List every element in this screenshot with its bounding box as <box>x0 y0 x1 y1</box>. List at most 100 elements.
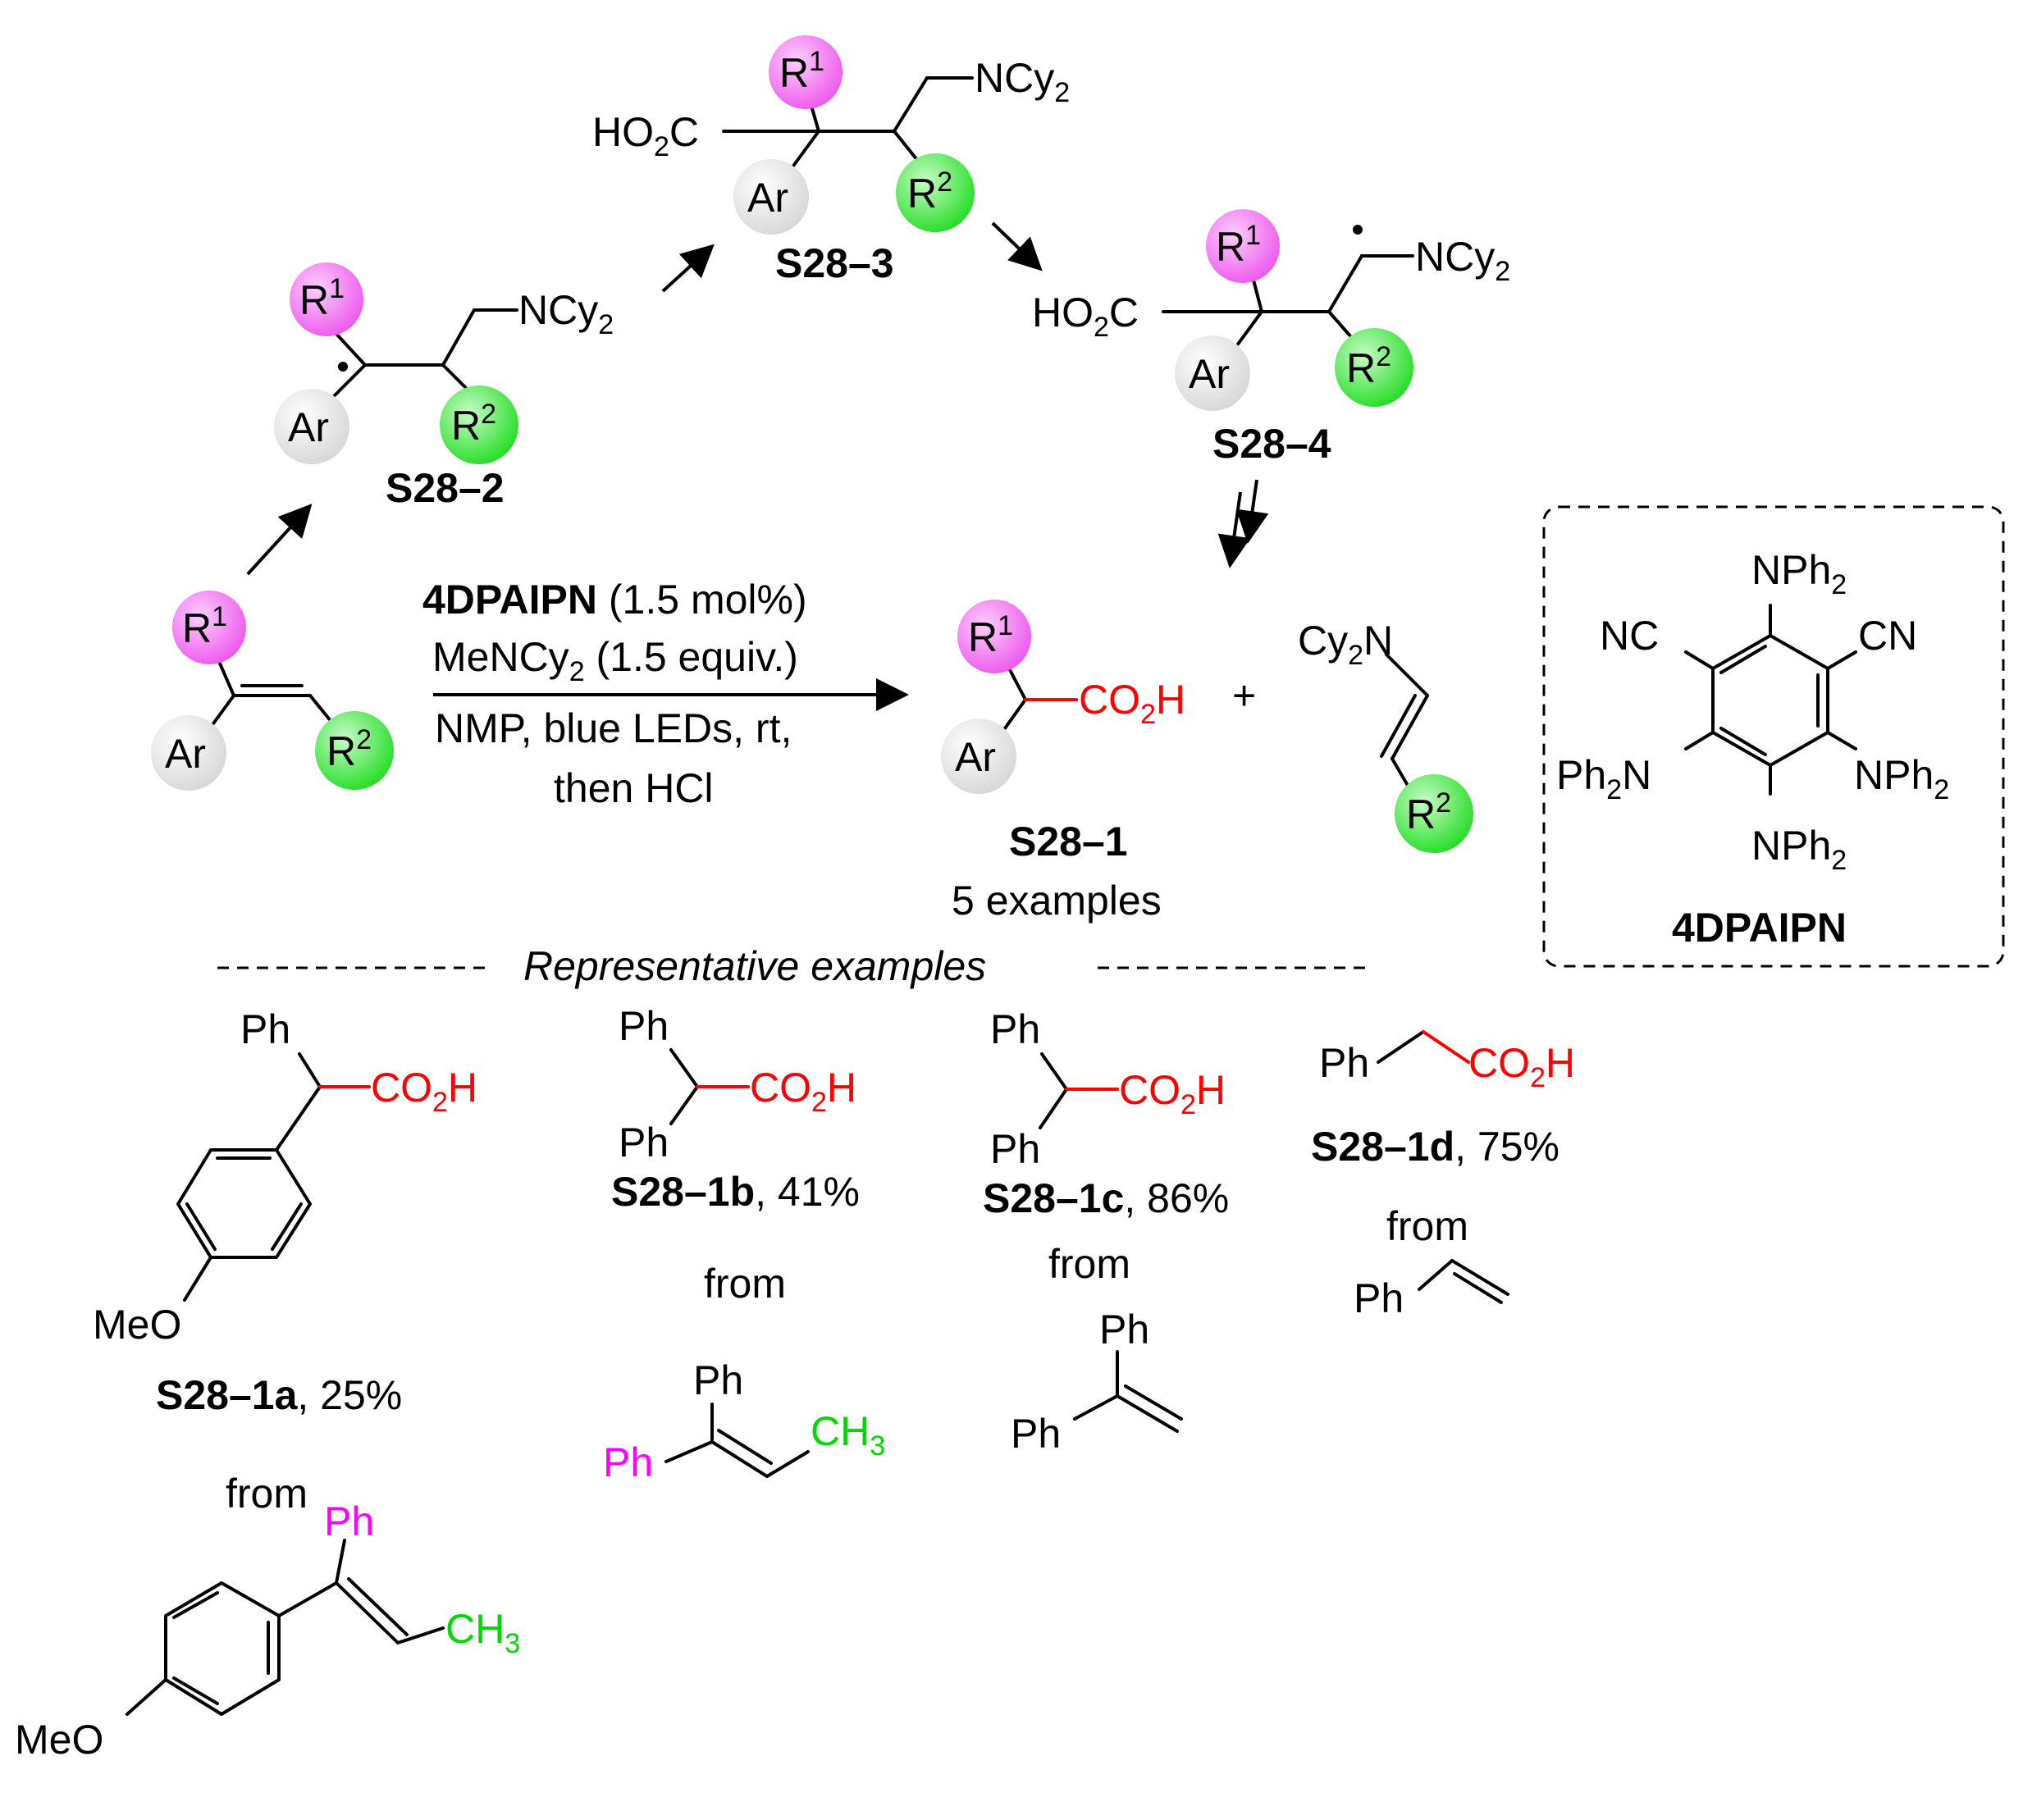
co2h-label: CO2H <box>1079 677 1185 730</box>
from-label-d: from <box>1386 1203 1468 1249</box>
ar-ball <box>941 718 1016 794</box>
r1-label: R1 <box>1216 220 1261 270</box>
co2h-label: CO2H <box>750 1065 856 1118</box>
from-labels: from from from from <box>226 1203 1468 1517</box>
r1-ball <box>957 600 1031 673</box>
conditions-line-2: MeNCy2 (1.5 equiv.) <box>432 634 798 687</box>
ar-ball <box>733 159 809 235</box>
reaction-conditions: 4DPAIPN (1.5 mol%) MeNCy2 (1.5 equiv.) N… <box>422 577 807 811</box>
r2-label: R2 <box>1406 787 1451 837</box>
r2-label: R2 <box>327 724 372 774</box>
nph2-label: NPh2 <box>1751 547 1847 600</box>
ph-label: Ph <box>1319 1040 1369 1086</box>
r1-ball <box>290 262 363 336</box>
ph-label-highlight: Ph <box>324 1498 374 1544</box>
ar-ball <box>151 715 226 791</box>
r2-ball <box>896 153 975 232</box>
r2-label: R2 <box>1346 341 1391 391</box>
r1-ball <box>172 591 246 664</box>
co2h-label: CO2H <box>371 1065 477 1118</box>
meo-label: MeO <box>93 1302 181 1348</box>
r2-label: R2 <box>907 166 952 217</box>
bond-lines <box>126 76 1857 1716</box>
s28-2-label: S28–2 <box>386 465 505 511</box>
ncy2-label: NCy2 <box>518 287 614 340</box>
r1-label: R1 <box>299 273 345 323</box>
product-labels: S28–1a, 25% S28–1b, 41% S28–1c, 86% S28–… <box>156 1124 1559 1418</box>
arrow-s28-3-to-s28-4 <box>991 221 1043 271</box>
compound-labels: S28–2 S28–3 S28–4 S28–1 5 examples 4DPAI… <box>386 240 1847 989</box>
arrow-s28-4-to-product-1 <box>1217 491 1251 568</box>
catalyst-label: 4DPAIPN <box>1672 905 1847 951</box>
r1-label: R1 <box>968 610 1013 660</box>
ph-label: Ph <box>619 1120 669 1165</box>
conditions-line-4: then HCl <box>554 765 714 811</box>
ch3-label-highlight: CH3 <box>811 1408 885 1462</box>
nph2-label: NPh2 <box>1854 752 1949 805</box>
ph2n-label: Ph2N <box>1556 752 1651 805</box>
product-s28-1b: S28–1b, 41% <box>611 1169 860 1215</box>
conditions-line-1: 4DPAIPN (1.5 mol%) <box>422 577 807 623</box>
from-label-b: from <box>704 1261 786 1307</box>
r2-ball <box>1395 774 1473 853</box>
s28-4-label: S28–4 <box>1212 421 1331 467</box>
ar-label: Ar <box>165 731 206 777</box>
cy2n-label: Cy2N <box>1298 618 1393 671</box>
nph2-label: NPh2 <box>1751 823 1847 876</box>
meo-label: MeO <box>15 1717 103 1763</box>
s28-3-label: S28–3 <box>775 240 894 286</box>
product-s28-1c: S28–1c, 86% <box>983 1175 1229 1221</box>
ncy2-label: NCy2 <box>1415 234 1510 287</box>
examples-count: 5 examples <box>952 878 1162 924</box>
plus-sign: + <box>1232 673 1256 718</box>
ch3-label-highlight: CH3 <box>445 1606 520 1659</box>
r1-label: R1 <box>779 46 824 96</box>
ar-label: Ar <box>288 404 329 450</box>
r2-ball <box>315 711 394 790</box>
ph-label: Ph <box>1011 1411 1061 1457</box>
r2-label: R2 <box>451 399 496 449</box>
ph-label: Ph <box>240 1006 290 1052</box>
section-title: Representative examples <box>523 943 986 989</box>
r2-ball <box>440 385 518 464</box>
radical-dot <box>338 362 348 372</box>
ho2c-label: HO2C <box>592 109 699 162</box>
product-s28-1d: S28–1d, 75% <box>1311 1124 1559 1170</box>
ar-label: Ar <box>1189 351 1230 397</box>
cn-label: CN <box>1858 613 1917 659</box>
ar-ball <box>1175 335 1250 411</box>
ar-ball <box>274 389 349 464</box>
ar-label: Ar <box>747 175 788 221</box>
ph-label: Ph <box>1099 1307 1149 1352</box>
radical-dot <box>1353 225 1363 235</box>
r1-ball <box>1206 209 1280 283</box>
arrow-start-to-s28-2 <box>246 504 313 576</box>
product-s28-1a: S28–1a, 25% <box>156 1372 402 1418</box>
from-label-c: from <box>1048 1241 1130 1287</box>
ar-label: Ar <box>955 734 996 780</box>
ph-label: Ph <box>990 1126 1040 1172</box>
nc-label: NC <box>1600 613 1659 659</box>
r1-ball <box>769 35 843 109</box>
substituent-balls <box>151 35 1473 853</box>
co2h-label: CO2H <box>1468 1040 1575 1093</box>
from-label-a: from <box>226 1471 308 1517</box>
arrow-s28-2-to-s28-3 <box>661 244 715 293</box>
conditions-line-3: NMP, blue LEDs, rt, <box>435 705 792 751</box>
co2h-label: CO2H <box>1119 1067 1226 1120</box>
arrow-s28-4-to-product-2 <box>1235 479 1269 544</box>
ncy2-label: NCy2 <box>975 55 1070 108</box>
ph-label: Ph <box>619 1003 669 1049</box>
ball-labels: R1 Ar R2 R1 Ar R2 R1 Ar R2 R1 Ar R2 R1 A… <box>165 46 1451 837</box>
r2-ball <box>1335 328 1413 407</box>
acid-bonds <box>318 698 1470 1091</box>
ho2c-label: HO2C <box>1032 290 1139 343</box>
r1-label: R1 <box>182 601 227 651</box>
arrows <box>246 221 1269 711</box>
ph-label: Ph <box>693 1357 743 1403</box>
group-labels: NCy2 NCy2 NCy2 HO2C HO2C CO2H CO2H CO2H … <box>15 55 1949 1763</box>
ph-label: Ph <box>1354 1275 1404 1321</box>
ph-label: Ph <box>990 1006 1040 1052</box>
s28-1-label: S28–1 <box>1009 819 1128 864</box>
